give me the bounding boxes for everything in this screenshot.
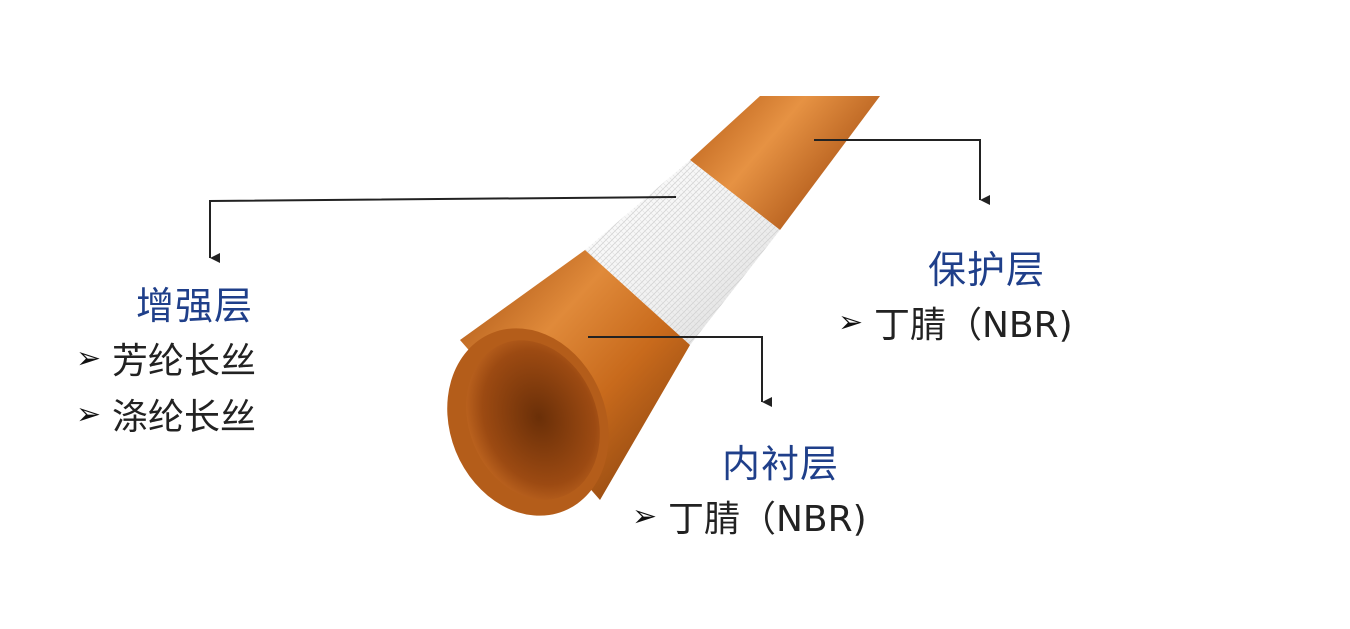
hose-reinforcement-texture: [585, 160, 780, 345]
list-item: ➢ 芳纶长丝: [76, 330, 256, 386]
leader-line-inner: [588, 336, 772, 407]
hose-cover-layer: [690, 96, 880, 230]
inner-item-text: 丁腈（NBR): [668, 499, 867, 540]
reinforcement-item-text: 涤纶长丝: [112, 397, 257, 438]
list-item: ➢ 丁腈（NBR): [632, 488, 867, 544]
reinforcement-layer-label: 增强层 ➢ 芳纶长丝 ➢ 涤纶长丝: [76, 282, 256, 442]
hose-bore: [466, 340, 600, 500]
arrowhead-bullet-icon: ➢: [76, 396, 102, 432]
arrowhead-bullet-icon: ➢: [76, 340, 102, 376]
cover-item-text: 丁腈（NBR): [874, 305, 1073, 346]
inner-layer-title: 内衬层: [722, 442, 840, 486]
reinforcement-layer-title: 增强层: [136, 284, 254, 328]
arrowhead-bullet-icon: ➢: [632, 498, 658, 534]
list-item: ➢ 涤纶长丝: [76, 386, 256, 442]
cover-layer-label: 保护层 ➢ 丁腈（NBR): [838, 246, 1073, 350]
leader-line-reinforcement: [209, 196, 677, 263]
leader-line-cover: [814, 139, 990, 205]
list-item: ➢ 丁腈（NBR): [838, 294, 1073, 350]
arrowhead-bullet-icon: ➢: [838, 304, 864, 340]
cover-layer-title: 保护层: [928, 248, 1046, 292]
reinforcement-item-text: 芳纶长丝: [112, 341, 257, 382]
inner-layer-label: 内衬层 ➢ 丁腈（NBR): [632, 440, 867, 544]
